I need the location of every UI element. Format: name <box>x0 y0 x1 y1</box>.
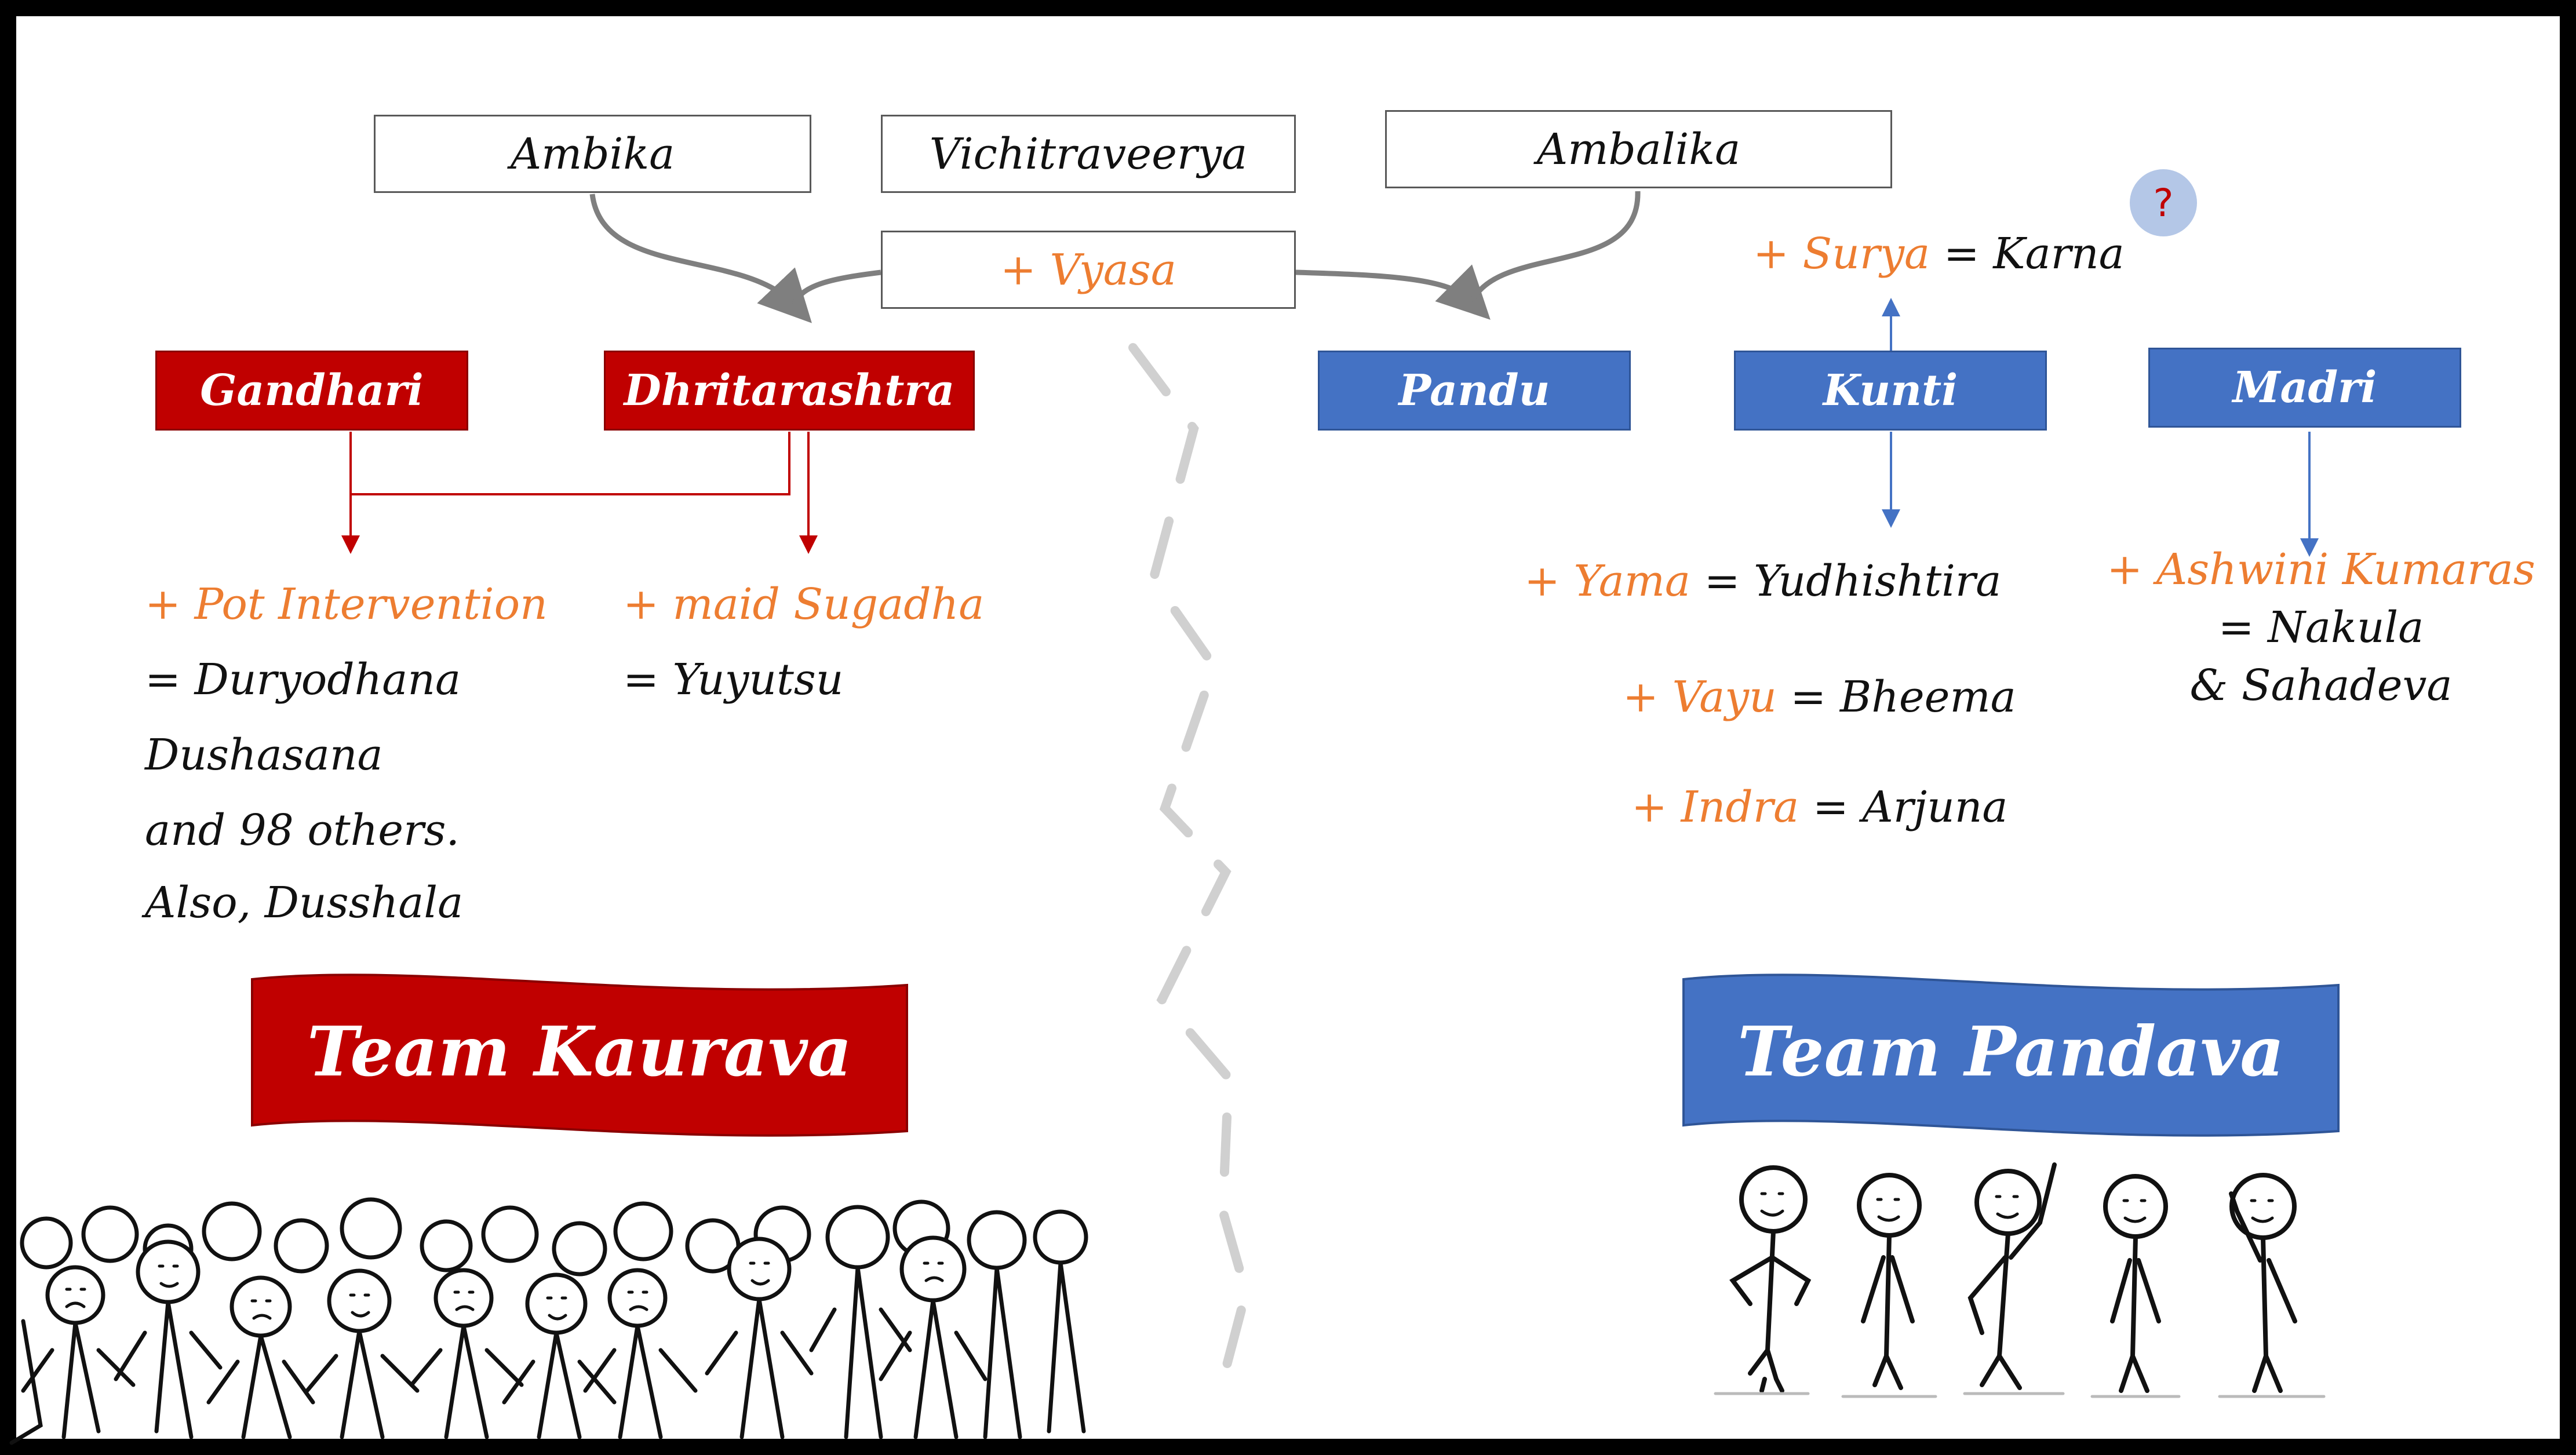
dhritarashtra-box: Dhritarashtra <box>604 351 975 431</box>
ambalika-box: Ambalika <box>1385 110 1892 188</box>
pandu-label: Pandu <box>1398 366 1550 415</box>
indra-arjuna-line: + Indra = Arjuna <box>1631 782 2008 832</box>
dusshala-child: Also, Dusshala <box>145 878 464 928</box>
ambika-to-dhritarashtra-connector <box>589 194 812 323</box>
vayu-bheema-line: + Vayu = Bheema <box>1623 672 2016 722</box>
pandava-five-figures <box>1714 1162 2326 1398</box>
gandhari-dhritarashtra-link <box>351 432 790 495</box>
ambalika-to-pandu-connector <box>1469 191 1641 303</box>
yama-yudhishtira-line: + Yama = Yudhishtira <box>1524 556 2001 606</box>
crowd-bodies <box>9 1260 1086 1445</box>
team-pandava-label: Team Pandava <box>1737 1011 2284 1092</box>
madri-label: Madri <box>2232 363 2377 413</box>
ambalika-label: Ambalika <box>1536 124 1741 174</box>
lineage-connectors <box>589 191 1641 323</box>
duryodhana-child: = Duryodhana <box>145 655 461 705</box>
vichitraveerya-box: Vichitraveerya <box>881 115 1296 193</box>
nakula-child: = Nakula <box>2218 603 2424 652</box>
pandava-figure-5 <box>2229 1173 2297 1393</box>
help-badge[interactable]: ? <box>2130 169 2197 236</box>
surya-karna-line: + Surya = Karna <box>1753 229 2125 279</box>
team-pandava-banner-shape <box>1682 973 2340 1137</box>
pandava-figure-3 <box>1967 1162 2057 1390</box>
arjuna-child: = Arjuna <box>1812 782 2008 832</box>
kaurava-crowd-sketch <box>9 1197 1088 1445</box>
indra-partner: + Indra <box>1631 782 1799 832</box>
kunti-box: Kunti <box>1734 351 2047 431</box>
team-kaurava-banner-shape <box>251 973 908 1137</box>
pot-intervention-partner: + Pot Intervention <box>145 579 548 629</box>
team-kaurava-label: Team Kaurava <box>307 1011 852 1092</box>
dhritarashtra-label: Dhritarashtra <box>624 366 955 415</box>
sahadeva-child: & Sahadeva <box>2189 661 2453 710</box>
ambika-box: Ambika <box>374 115 811 193</box>
dushasana-child: Dushasana <box>145 730 383 780</box>
ambika-label: Ambika <box>510 129 675 179</box>
surya-partner: + Surya <box>1753 229 1930 279</box>
vyasa-to-dhritarashtra-connector <box>791 269 881 306</box>
pandava-figure-2 <box>1857 1173 1922 1390</box>
karna-child: = Karna <box>1943 229 2125 279</box>
vichitraveerya-label: Vichitraveerya <box>929 129 1248 179</box>
pandu-box: Pandu <box>1318 351 1631 431</box>
yama-partner: + Yama <box>1524 556 1691 606</box>
ashwini-kumaras-partner: + Ashwini Kumaras <box>2107 545 2535 595</box>
crowd-faces <box>65 1261 944 1321</box>
vayu-partner: + Vayu <box>1623 672 1777 722</box>
pandava-connectors <box>1882 298 2319 557</box>
vyasa-box: + Vyasa <box>881 231 1296 309</box>
madri-box: Madri <box>2148 348 2461 428</box>
team-divider-line <box>1128 343 1251 1407</box>
maid-sugadha-partner: + maid Sugadha <box>623 579 985 629</box>
pandava-figure-4 <box>2103 1174 2168 1393</box>
pandava-ground-shadow <box>1714 1392 2326 1398</box>
pandava-figure-1 <box>1729 1165 1812 1393</box>
bheema-child: = Bheema <box>1790 672 2016 722</box>
others-children: and 98 others. <box>145 805 460 855</box>
yudhishtira-child: = Yudhishtira <box>1704 556 2002 606</box>
yuyutsu-child: = Yuyutsu <box>623 655 844 705</box>
gandhari-label: Gandhari <box>200 366 424 415</box>
vyasa-label: + Vyasa <box>1000 245 1176 295</box>
gandhari-box: Gandhari <box>155 351 468 431</box>
kunti-label: Kunti <box>1823 366 1958 415</box>
vyasa-to-pandu-connector <box>1295 264 1491 320</box>
kaurava-connectors <box>341 432 818 554</box>
